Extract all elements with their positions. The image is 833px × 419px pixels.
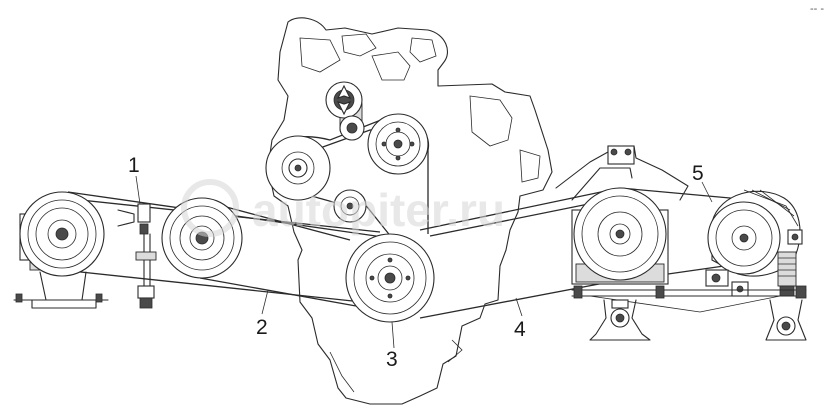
- right-large-pulley: [573, 187, 667, 281]
- idler-pulley-left: [161, 197, 243, 279]
- callout-1: 1: [128, 154, 140, 177]
- corner-mark: -- -: [810, 3, 824, 15]
- watermark: autopiter.ru: [181, 179, 505, 237]
- watermark-text: autopiter.ru: [252, 184, 505, 236]
- callout-5: 5: [692, 162, 704, 185]
- upper-left-pulley: [265, 135, 331, 201]
- left-motor-pulley: [13, 191, 109, 309]
- callout-leaders: [135, 175, 713, 349]
- crankshaft-pulley: [345, 233, 435, 323]
- callout-2: 2: [256, 316, 268, 339]
- alternator: [705, 189, 803, 297]
- tensioner-pulley: [333, 189, 367, 223]
- engine-block-outline: [267, 17, 553, 405]
- fan-hub: [325, 81, 365, 141]
- callout-3: 3: [386, 348, 398, 371]
- tension-rod: [117, 203, 157, 309]
- callout-4: 4: [514, 318, 526, 341]
- water-pump-pulley: [367, 113, 429, 175]
- right-base-frame: [571, 285, 807, 341]
